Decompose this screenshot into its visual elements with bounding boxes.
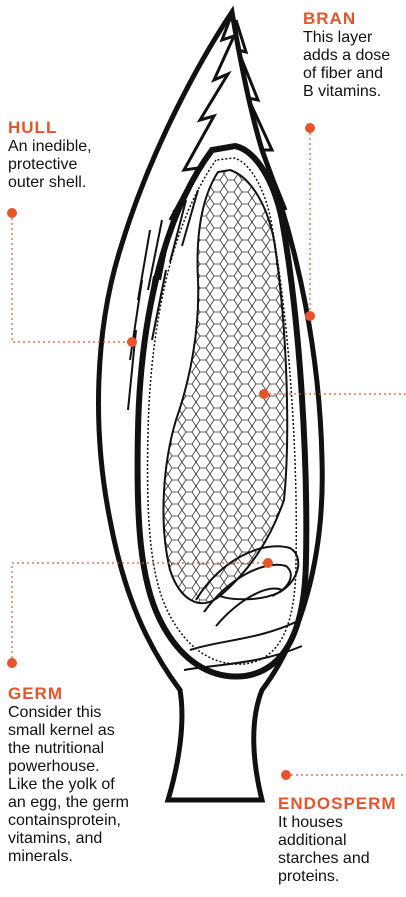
bran-title: BRAN [303,9,405,29]
hull-target-dot [127,337,137,347]
germ-line-2: small kernel as [8,722,178,740]
germ-title: GERM [8,684,178,704]
bran-target-dot [305,311,315,321]
endosperm-line-4: proteins. [278,868,404,886]
endosperm-label: ENDOSPERM It houses additional starches … [278,794,404,886]
germ-line-5: Like the yolk of [8,776,178,794]
germ-line-8: vitamins, and [8,830,178,848]
hull-label: HULL An inedible, protective outer shell… [8,118,128,192]
endosperm-line-1: It houses [278,814,404,832]
bran-line-1: This layer [303,29,405,47]
germ-dot [7,658,17,668]
endosperm-line-2: additional [278,832,404,850]
endosperm-title: ENDOSPERM [278,794,404,814]
bran-line-2: adds a dose [303,47,405,65]
germ-line-7: containsprotein, [8,812,178,830]
germ-target-dot [263,558,273,568]
hull-line-1: An inedible, [8,138,128,156]
germ-line-1: Consider this [8,704,178,722]
bran-dot [305,123,315,133]
bran-label: BRAN This layer adds a dose of fiber and… [303,9,405,101]
germ-line-3: the nutritional [8,740,178,758]
bran-line-3: of fiber and [303,65,405,83]
endosperm-line-3: starches and [278,850,404,868]
germ-line-6: an egg, the germ [8,794,178,812]
germ-line-4: powerhouse. [8,758,178,776]
endosperm-dot [281,770,291,780]
germ-label: GERM Consider this small kernel as the n… [8,684,178,866]
hull-line-3: outer shell. [8,174,128,192]
hull-line-2: protective [8,156,128,174]
bran-line-4: B vitamins. [303,83,405,101]
hull-title: HULL [8,118,128,138]
hull-dot [7,208,17,218]
germ-line-9: minerals. [8,848,178,866]
endosperm-target-dot [259,389,269,399]
